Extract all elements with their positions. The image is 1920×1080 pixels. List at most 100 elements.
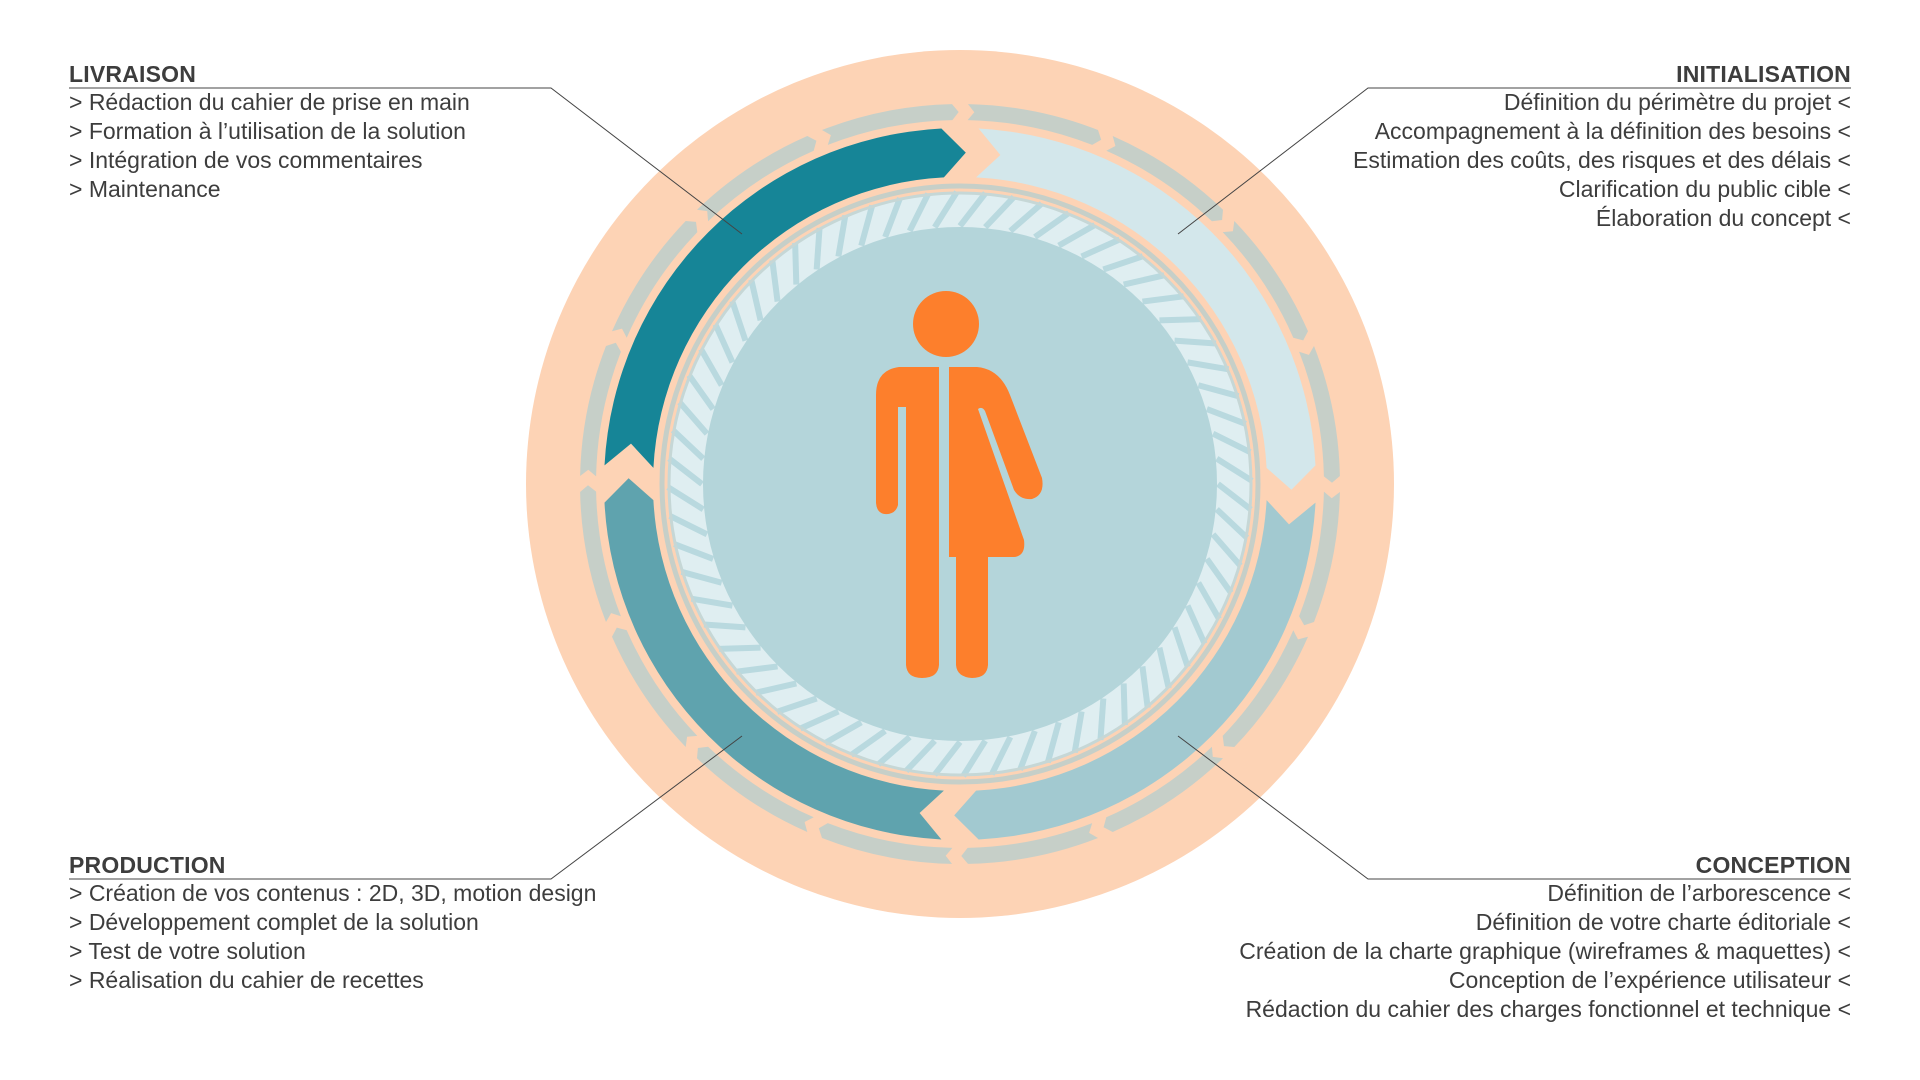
dashed-grey-ring [580,104,1340,864]
hatch-stripe [769,259,781,302]
grey-ring-segment [967,104,1102,145]
hatch-stripe [983,194,1017,230]
hatch-stripe [989,735,1014,776]
conception-item: Création de la charte graphique (wirefra… [1239,938,1851,964]
livraison-arc [604,128,966,468]
conception-item: Rédaction du cahier des charges fonction… [1245,996,1851,1022]
production-block: PRODUCTION > Création de vos contenus : … [69,851,629,995]
hatch-stripe [729,300,749,342]
hatch-stripe [677,400,710,436]
hatch-stripe [1033,210,1071,240]
hatch-stripe [1204,557,1234,595]
conception-item: Définition de votre charte éditoriale < [1475,909,1851,935]
grey-ring-segment [580,485,621,622]
hatch-stripe [849,728,887,758]
hatch-stripe [686,373,716,411]
grey-ring-segment [961,823,1098,864]
livraison-item: > Maintenance [69,176,221,202]
grey-ring-segment [822,104,959,145]
conception-item: Définition de l’arborescence < [1547,880,1851,906]
livraison-item: > Rédaction du cahier de prise en main [69,89,470,115]
hatch-stripe [755,680,797,696]
grey-ring-segment [697,136,817,222]
grey-ring-segment [1106,136,1223,222]
hatch-stripe [1195,581,1222,621]
hatch-stripe [1071,711,1085,754]
hatch-stripe [1102,253,1144,273]
grey-ring-segment [1103,746,1223,832]
production-item: > Développement complet de la solution [69,909,479,935]
hatch-stripe [1057,222,1097,249]
hatch-stripe [792,242,800,285]
livraison-item: > Formation à l’utilisation de la soluti… [69,118,466,144]
hatch-stripe [1097,698,1107,741]
hatch-ring [666,190,1254,778]
hatch-stripe [1184,604,1208,645]
hatch-ring-inner-outline [667,191,1253,777]
livraison-title: LIVRAISON [69,61,197,87]
hatch-stripe [1216,481,1253,512]
hatch-stripe [680,568,723,586]
hatch-stripe [698,347,725,387]
production-item: > Réalisation du cahier de recettes [69,967,424,993]
connector-lines [69,87,1851,880]
grey-ring-segment [612,627,698,747]
grey-ring-segment [697,746,814,832]
hatch-stripe [882,197,903,239]
hatch-stripe [748,279,764,321]
hatch-stripe [1044,721,1062,764]
hatch-stripe [823,719,863,746]
hatch-stripe [712,323,736,364]
hatch-stripe [1123,272,1165,288]
hatch-stripe [776,695,818,715]
hatch-stripe [690,595,733,609]
initialisation-item: Élaboration du concept < [1595,205,1851,231]
hatch-stripe [903,738,937,774]
hatch-stripe [1159,316,1202,324]
hatch-stripe [835,214,849,257]
hatch-stripe [932,740,963,777]
hatch-stripe [673,541,715,562]
hatch-stripe [1187,359,1230,373]
grey-ring-segment [818,823,953,864]
phase-arcs [604,128,1316,840]
hatch-stripe [813,227,823,270]
hatch-stripe [799,708,840,732]
hatch-stripe [1017,729,1038,771]
hatch-stripe [1139,666,1151,709]
hatch-stripe [1215,456,1254,484]
hatch-stripe [667,456,704,487]
initialisation-block: INITIALISATION Définition du périmètre d… [1151,60,1851,233]
hatch-stripe [1210,532,1243,568]
hatch-stripe [960,739,988,778]
hatch-stripe [1205,406,1247,427]
hatch-stripe [1211,430,1252,455]
conception-connector [1177,735,1851,880]
conception-item: Conception de l’expérience utilisateur < [1448,967,1851,993]
hatch-stripe [668,513,709,538]
initialisation-item: Définition du périmètre du projet < [1503,89,1851,115]
livraison-item: > Intégration de vos commentaires [69,147,423,173]
hatch-stripe [666,484,705,512]
initialisation-item: Accompagnement à la définition des besoi… [1374,118,1851,144]
production-item: > Test de votre solution [69,938,306,964]
grey-ring-segment [1222,630,1308,747]
initialisation-arc [976,128,1316,490]
conception-block: CONCEPTION Définition de l’arborescence … [1151,851,1851,1024]
hatch-stripe [1120,683,1128,726]
hatch-stripe [1008,201,1044,234]
person-icon [876,291,1043,678]
hatch-stripe [876,734,912,767]
hatch-stripe [906,192,931,233]
hatch-stripe [1080,236,1121,260]
initialisation-title: INITIALISATION [1676,61,1851,87]
grey-ring-segment [580,342,621,477]
conception-arc [954,500,1316,840]
hatch-stripe [1214,507,1250,541]
hatch-stripe [703,621,746,631]
grey-ring-segment [1222,221,1308,341]
inner-ring-outline [659,183,1261,785]
initialisation-connector [1177,87,1851,235]
conception-title: CONCEPTION [1695,852,1851,878]
